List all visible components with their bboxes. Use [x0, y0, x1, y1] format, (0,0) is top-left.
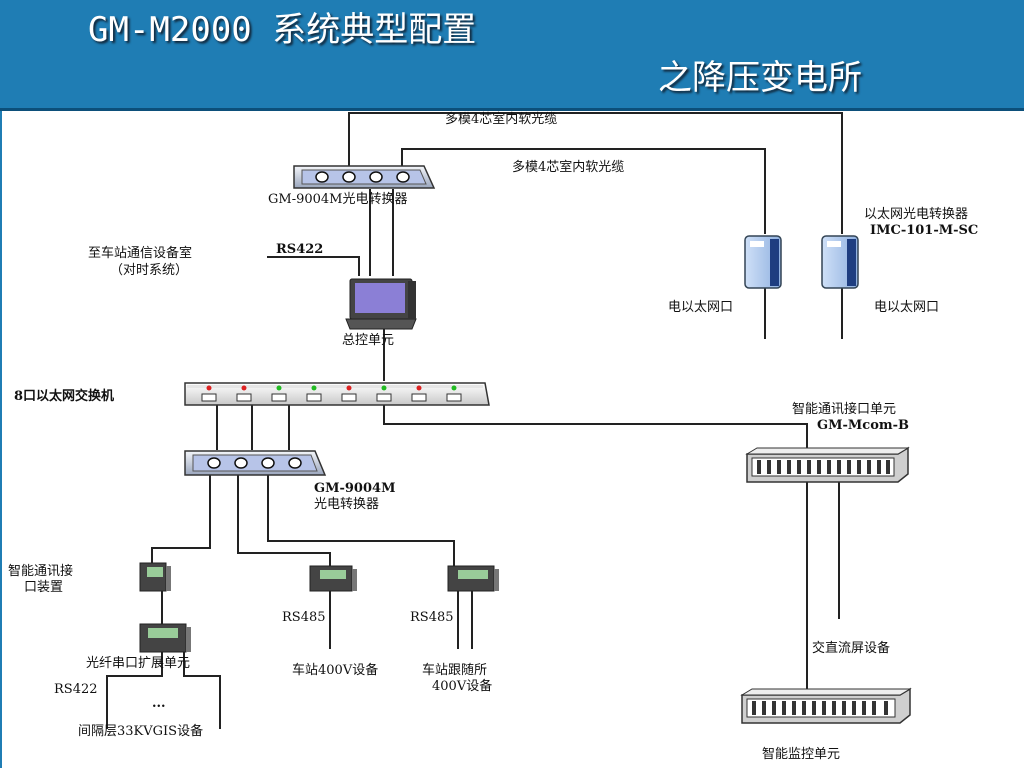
acdc-panel-label: 交直流屏设备 [812, 640, 890, 656]
imc-converter-right-device [821, 235, 859, 289]
rs485-b-label: RS485 [410, 610, 454, 625]
eth-converter-model: IMC-101-M-SC [870, 223, 978, 238]
eth-port-left-label: 电以太网口 [668, 300, 733, 315]
substation-label: 车站跟随所 [422, 662, 487, 678]
converter-mid-device [184, 450, 327, 476]
smart-comm-unit-device [745, 446, 910, 483]
smart-comm-label: 智能通讯接口单元 [792, 401, 896, 417]
master-unit-label: 总控单元 [342, 333, 394, 348]
substation-sub-label: 400V设备 [432, 678, 492, 694]
eth-converter-label: 以太网光电转换器 [864, 207, 968, 222]
device-left-label: 智能通讯接 [8, 563, 73, 579]
station-400v-label: 车站400V设备 [292, 662, 378, 678]
diagram-canvas: 多模4芯室内软光缆 多模4芯室内软光缆 GM-9004M光电转换器 以太网光电转… [8, 111, 978, 762]
connection-lines [106, 112, 843, 729]
rs485-a-label: RS485 [282, 610, 326, 625]
rs422-bottom-label: RS422 [54, 682, 98, 697]
fiber-expansion-device [139, 623, 191, 653]
ethernet-switch-device [184, 382, 490, 406]
eth-port-right-label: 电以太网口 [874, 300, 939, 315]
ellipsis-label: ... [152, 696, 166, 711]
slide-title: GM-M2000 系统典型配置 [88, 10, 477, 50]
smart-monitor-label: 智能监控单元 [762, 747, 840, 762]
comm-room-label: 至车站通信设备室 [88, 245, 192, 261]
rs422-top-label: RS422 [276, 242, 323, 257]
converter-mid-model: GM-9004M [314, 481, 395, 496]
smart-monitor-device [740, 687, 912, 724]
gis-device-label: 间隔层33KVGIS设备 [78, 723, 203, 739]
converter-top-label: GM-9004M光电转换器 [268, 192, 407, 207]
network-diagram: 多模4芯室内软光缆 多模4芯室内软光缆 GM-9004M光电转换器 以太网光电转… [0, 111, 1024, 768]
switch-label: 8口以太网交换机 [14, 388, 114, 404]
smart-comm-model: GM-Mcom-B [817, 418, 909, 433]
cable-label-top: 多模4芯室内软光缆 [445, 111, 557, 127]
converter-mid-label: 光电转换器 [314, 497, 379, 512]
comm-room-sub-label: （对时系统） [110, 263, 188, 278]
substation-400v-device [447, 565, 499, 592]
station-400v-device [309, 565, 357, 592]
master-unit-device [345, 278, 417, 330]
slide-header: GM-M2000 系统典型配置 之降压变电所 [0, 0, 1024, 111]
smart-comm-device-left [139, 562, 171, 592]
fiber-expansion-label: 光纤串口扩展单元 [86, 656, 190, 671]
slide-subtitle: 之降压变电所 [658, 58, 862, 98]
imc-converter-left-device [744, 235, 782, 289]
device-left-sub-label: 口装置 [24, 580, 63, 595]
cable-label-inner: 多模4芯室内软光缆 [512, 159, 624, 175]
converter-top-device [293, 165, 436, 189]
